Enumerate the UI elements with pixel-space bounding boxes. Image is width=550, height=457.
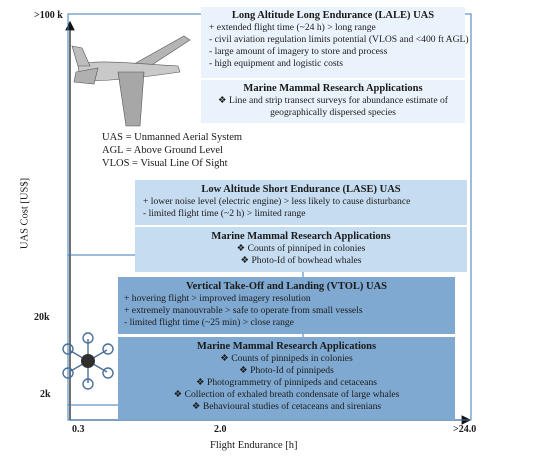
vtol-app: ❖ Photo-Id of pinnipeds bbox=[239, 365, 334, 376]
vtol-app: ❖ Behavioural studies of cetaceans and s… bbox=[191, 401, 382, 412]
fixed-wing-uas-icon bbox=[71, 35, 191, 127]
lase-item: + lower noise level (electric engine) > … bbox=[143, 196, 411, 207]
lase-item: - limited flight time (~2 h) > limited r… bbox=[143, 208, 306, 219]
lale-app: geographically dispersed species bbox=[270, 107, 396, 118]
vtol-app: ❖ Collection of exhaled breath condensat… bbox=[173, 389, 400, 400]
lase-panel: Low Altitude Short Endurance (LASE) UAS … bbox=[135, 180, 467, 225]
x-axis-label: Flight Endurance [h] bbox=[210, 440, 298, 451]
lale-apps-panel: Marine Mammal Research Applications ❖ Li… bbox=[201, 80, 465, 123]
multirotor-uas-icon bbox=[62, 332, 114, 390]
y-tick-top: >100 k bbox=[34, 10, 63, 21]
x-tick-mid: 2.0 bbox=[214, 424, 227, 435]
lale-apps-title: Marine Mammal Research Applications bbox=[243, 83, 423, 94]
lase-title: Low Altitude Short Endurance (LASE) UAS bbox=[201, 184, 401, 195]
lale-item: - civil aviation regulation limits poten… bbox=[209, 34, 469, 45]
vtol-item: + extremely manouvrable > safe to operat… bbox=[124, 305, 363, 316]
lale-item: - high equipment and logistic costs bbox=[209, 58, 344, 69]
lale-title: Long Altitude Long Endurance (LALE) UAS bbox=[231, 10, 435, 21]
lale-item: - large amount of imagery to store and p… bbox=[209, 46, 388, 57]
lase-apps-panel: Marine Mammal Research Applications ❖ Co… bbox=[135, 227, 467, 272]
vtol-item: - limited flight time (~25 min) > close … bbox=[124, 317, 294, 328]
lase-app: ❖ Counts of pinniped in colonies bbox=[236, 243, 366, 254]
vtol-app: ❖ Counts of pinnipeds in colonies bbox=[220, 353, 353, 364]
legend-item: UAS = Unmanned Aerial System bbox=[102, 132, 243, 143]
vtol-app: ❖ Photogrammetry of pinnipeds and cetace… bbox=[196, 377, 377, 388]
x-tick-end: >24.0 bbox=[453, 424, 477, 435]
legend: UAS = Unmanned Aerial System AGL = Above… bbox=[102, 131, 242, 170]
lale-panel: Long Altitude Long Endurance (LALE) UAS … bbox=[201, 7, 469, 78]
legend-item: VLOS = Visual Line Of Sight bbox=[102, 158, 228, 169]
y-tick-mid: 20k bbox=[34, 312, 50, 323]
lale-item: + extended flight time (~24 h) > long ra… bbox=[209, 22, 376, 33]
lase-app: ❖ Photo-Id of bowhead whales bbox=[240, 255, 362, 266]
vtol-panel: Vertical Take-Off and Landing (VTOL) UAS… bbox=[118, 277, 455, 334]
y-tick-low: 2k bbox=[40, 389, 51, 400]
lale-app: ❖ Line and strip transect surveys for ab… bbox=[218, 95, 448, 106]
vtol-apps-title: Marine Mammal Research Applications bbox=[196, 341, 377, 352]
vtol-apps-panel: Marine Mammal Research Applications ❖ Co… bbox=[118, 337, 455, 420]
x-tick-start: 0.3 bbox=[72, 424, 85, 435]
vtol-title: Vertical Take-Off and Landing (VTOL) UAS bbox=[186, 281, 387, 292]
legend-item: AGL = Above Ground Level bbox=[102, 145, 224, 156]
vtol-item: + hovering flight > improved imagery res… bbox=[124, 293, 311, 304]
lase-apps-title: Marine Mammal Research Applications bbox=[211, 231, 391, 242]
